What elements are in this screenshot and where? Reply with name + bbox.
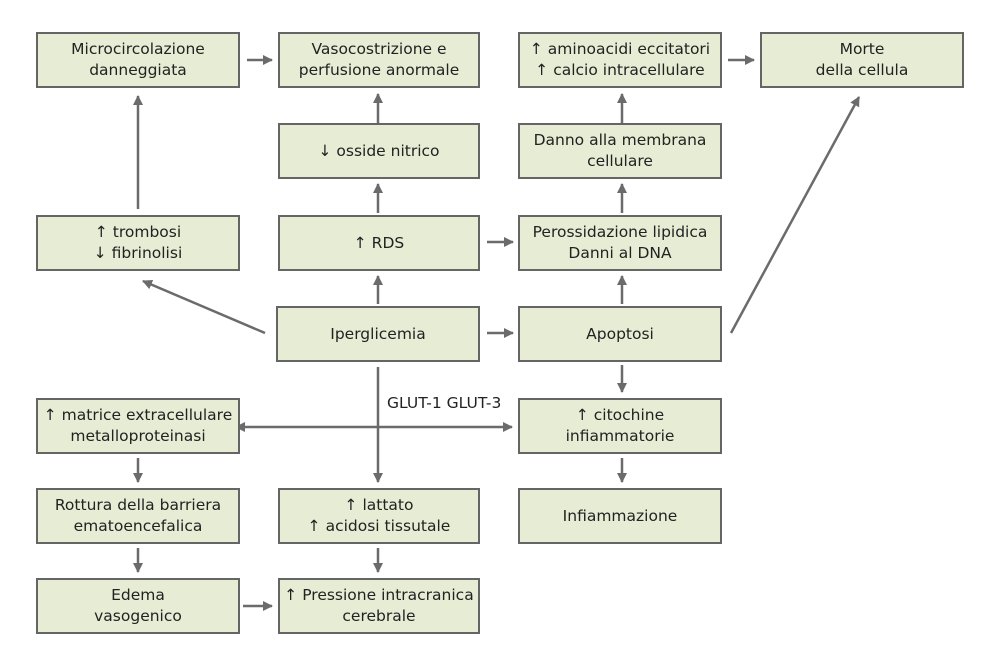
box-rottura-barriera-line-1: Rottura della barriera (54, 496, 222, 514)
box-microcircolazione-line-1: Microcircolazione (71, 40, 205, 58)
box-pressione-line-1: ↑ Pressione intracranica (284, 586, 474, 604)
box-lattato: ↑ lattato ↑ acidosi tissutale (278, 488, 480, 544)
box-danno-membrana-line-1: Danno alla membrana (533, 131, 707, 149)
box-perossidazione: Perossidazione lipidica Danni al DNA (518, 215, 722, 271)
box-citochine-line-1: ↑ citochine (575, 406, 665, 424)
arrow-apoptosi-to-morte (729, 96, 861, 334)
box-aminoacidi: ↑ aminoacidi eccitatori ↑ calcio intrace… (518, 32, 722, 88)
box-matrice-line-2: metalloproteinasi (70, 427, 206, 445)
box-aminoacidi-line-2: ↑ calcio intracellulare (535, 61, 705, 79)
box-trombosi-line-1: ↑ trombosi (94, 223, 182, 241)
box-microcircolazione-line-2: danneggiata (89, 61, 187, 79)
box-pressione: ↑ Pressione intracranica cerebrale (278, 578, 480, 634)
box-apoptosi: Apoptosi (518, 306, 722, 362)
box-rds: ↑ RDS (278, 215, 480, 271)
box-danno-membrana: Danno alla membrana cellulare (518, 123, 722, 179)
box-ossido-nitrico: ↓ osside nitrico (278, 123, 480, 179)
box-vasocostrizione-line-1: Vasocostrizione e (311, 40, 447, 58)
box-lattato-line-2: ↑ acidosi tissutale (307, 517, 451, 535)
box-matrice-line-1: ↑ matrice extracellulare (43, 406, 233, 424)
box-infiammazione: Infiammazione (518, 488, 722, 544)
box-morte-line-1: Morte (839, 40, 885, 58)
box-iperglicemia: Iperglicemia (276, 306, 480, 362)
box-microcircolazione: Microcircolazione danneggiata (36, 32, 240, 88)
box-edema-line-1: Edema (111, 586, 165, 604)
glut-label: GLUT-1 GLUT-3 (387, 394, 502, 412)
box-ossido-nitrico-line-1: ↓ osside nitrico (318, 141, 440, 160)
box-pressione-line-2: cerebrale (342, 607, 416, 625)
box-perossidazione-line-1: Perossidazione lipidica (532, 223, 708, 241)
box-vasocostrizione: Vasocostrizione e perfusione anormale (278, 32, 480, 88)
box-infiammazione-line-1: Infiammazione (562, 506, 678, 525)
box-rottura-barriera: Rottura della barriera ematoencefalica (36, 488, 240, 544)
box-trombosi: ↑ trombosi ↓ fibrinolisi (36, 215, 240, 271)
box-morte: Morte della cellula (760, 32, 964, 88)
box-lattato-line-1: ↑ lattato (344, 496, 414, 514)
box-rds-line-1: ↑ RDS (353, 233, 405, 252)
box-apoptosi-line-1: Apoptosi (586, 324, 654, 343)
box-citochine-line-2: infiammatorie (565, 427, 675, 445)
box-rottura-barriera-line-2: ematoencefalica (73, 517, 203, 535)
box-danno-membrana-line-2: cellulare (587, 152, 653, 170)
box-iperglicemia-line-1: Iperglicemia (330, 324, 426, 343)
box-edema: Edema vasogenico (36, 578, 240, 634)
box-perossidazione-line-2: Danni al DNA (568, 244, 672, 262)
box-citochine: ↑ citochine infiammatorie (518, 398, 722, 454)
box-aminoacidi-line-1: ↑ aminoacidi eccitatori (529, 40, 711, 58)
arrow-iperglicemia-to-trombosi (142, 279, 266, 335)
box-morte-line-2: della cellula (815, 61, 909, 79)
box-edema-line-2: vasogenico (94, 607, 182, 625)
box-trombosi-line-2: ↓ fibrinolisi (93, 244, 183, 262)
box-vasocostrizione-line-2: perfusione anormale (298, 61, 460, 79)
box-matrice: ↑ matrice extracellulare metalloproteina… (36, 398, 240, 454)
